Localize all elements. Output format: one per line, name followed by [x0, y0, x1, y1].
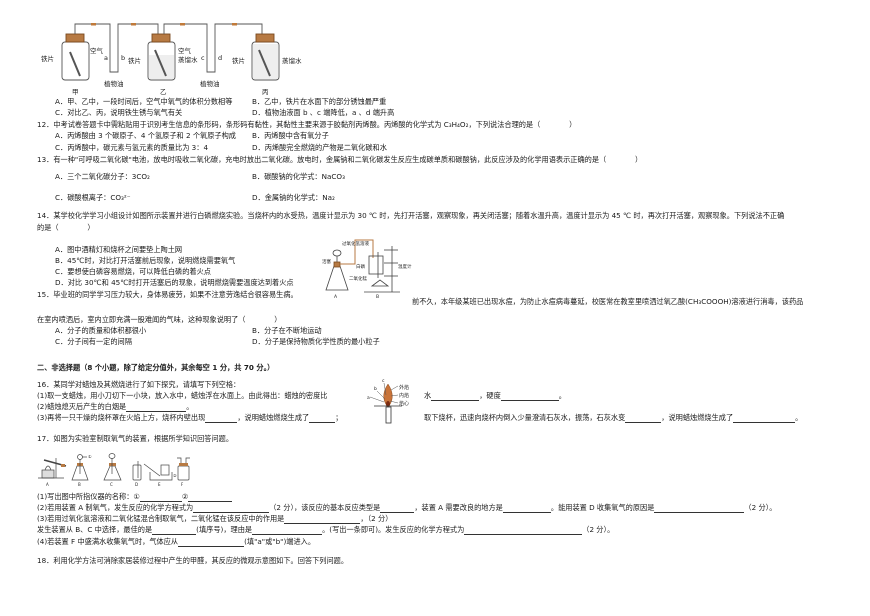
- svg-text:②: ②: [173, 473, 177, 478]
- svg-text:植物油: 植物油: [200, 79, 220, 88]
- svg-text:外焰: 外焰: [399, 384, 409, 391]
- q17-part3: (3)若用过氧化氢溶液和二氧化锰混合制取氧气，二氧化锰在该反应中的作用是，（2 …: [37, 514, 393, 524]
- q16-part3: (3)再将一只干燥的烧杯罩在火焰上方，烧杯内壁出现，说明蜡烛燃烧生成了；: [37, 413, 343, 423]
- svg-text:活塞: 活塞: [322, 258, 331, 265]
- svg-text:乙: 乙: [160, 88, 167, 96]
- svg-text:C: C: [110, 482, 113, 487]
- q17-instrument2-blank[interactable]: [188, 493, 233, 502]
- q14-option-d: D．对比 30℃和 45℃时打开活塞后的现象，说明燃烧需要温度达到着火点: [55, 278, 294, 287]
- q14-option-c: C．要想使白磷容易燃烧，可以降低白磷的着火点: [55, 267, 211, 276]
- q16-product2-blank[interactable]: [733, 414, 796, 423]
- svg-text:a: a: [367, 396, 370, 401]
- q14-stem-line2: 的是（ ）: [37, 223, 95, 232]
- q16-white-smoke-blank[interactable]: [126, 403, 187, 412]
- svg-text:内焰: 内焰: [399, 392, 409, 399]
- q13-option-a: A．三个二氧化碳分子：3CO₂: [55, 172, 150, 181]
- svg-text:空气: 空气: [178, 46, 192, 55]
- iron-rust-apparatus-diagram: 铁片 空气 a b 植物油 甲 铁片 空气 蒸馏水 乙 c d 植物油 铁片 蒸…: [41, 23, 302, 96]
- q17-part4: (4)若装置 F 中盛满水收集氧气时，气体应从(填"a"或"b")端进入。: [37, 537, 316, 547]
- q17-reaction-type-blank[interactable]: [380, 504, 415, 513]
- svg-text:A: A: [46, 482, 49, 487]
- svg-text:铁片: 铁片: [232, 56, 245, 65]
- svg-text:焰心: 焰心: [399, 400, 409, 407]
- svg-text:植物油: 植物油: [104, 79, 124, 88]
- q16-part3-continued: 取下烧杯，迅速向烧杯内倒入少量澄清石灰水，振荡，石灰水变，说明蜡烛燃烧生成了。: [424, 413, 803, 423]
- q17-reason-blank[interactable]: [252, 526, 323, 535]
- svg-text:b: b: [121, 54, 125, 62]
- q16-density-blank[interactable]: [431, 392, 480, 401]
- svg-text:d: d: [218, 54, 222, 62]
- svg-text:白磷: 白磷: [356, 263, 365, 270]
- q16-hardness-blank[interactable]: [500, 392, 559, 401]
- svg-text:二氧化锰: 二氧化锰: [349, 275, 367, 282]
- q16-product1-blank[interactable]: [309, 414, 336, 423]
- q17-part3-continued: 发生装置从 B、C 中选择，最佳的是(填序号)，理由是。(写出一条即可)。发生反…: [37, 525, 615, 535]
- q15-option-a: A．分子的质量和体积都很小: [55, 326, 147, 335]
- svg-text:过氧化氢溶液: 过氧化氢溶液: [342, 240, 369, 247]
- q17-collection-reason-blank[interactable]: [654, 504, 745, 513]
- svg-text:蒸馏水: 蒸馏水: [282, 56, 302, 65]
- q15-option-d: D．分子是保持物质化学性质的最小粒子: [252, 337, 380, 346]
- svg-text:空气: 空气: [90, 46, 104, 55]
- svg-text:丙: 丙: [262, 88, 269, 96]
- q15-stem-line1b: 前不久，本年级某班已出现水痘，为防止水痘病毒蔓延，校医常在教室里喷洒过氧乙酸(C…: [412, 297, 804, 306]
- svg-text:甲: 甲: [72, 88, 79, 96]
- svg-text:①: ①: [88, 454, 92, 459]
- q13-option-d: D．金属钠的化学式：Na₂: [252, 193, 335, 202]
- q11-option-b: B．乙中，铁片在水面下的部分锈蚀最严重: [252, 97, 387, 106]
- svg-text:B: B: [78, 482, 81, 487]
- q12-option-d: D．丙烯酸完全燃烧的产物是二氧化碳和水: [252, 143, 387, 152]
- q16-part1: (1)取一支蜡烛，用小刀切下一小块，放入水中，蜡烛浮在水面上。由此得出：蜡烛的密…: [37, 391, 328, 400]
- q15-option-b: B．分子在不断地运动: [252, 326, 322, 335]
- q11-option-a: A．甲、乙中，一段时间后，空气中氧气的体积分数相等: [55, 97, 233, 106]
- section-2-heading: 二、非选择题（8 个小题，除了给定分值外，其余每空 1 分，共 70 分。）: [37, 363, 275, 372]
- svg-text:A: A: [334, 294, 338, 300]
- svg-text:温度计: 温度计: [398, 263, 412, 270]
- q17-equation-b-blank[interactable]: [464, 526, 583, 535]
- svg-text:E: E: [158, 482, 161, 487]
- q17-improvement-blank[interactable]: [502, 504, 551, 513]
- q11-option-c: C．对比乙、丙，说明铁生锈与氧气有关: [55, 108, 183, 117]
- q17-instrument1-blank[interactable]: [139, 493, 182, 502]
- q14-option-b: B．45℃时，对比打开活塞前后现象，说明燃烧需要氧气: [55, 256, 236, 265]
- q16-limewater-blank[interactable]: [625, 414, 662, 423]
- svg-text:蒸馏水: 蒸馏水: [178, 55, 198, 64]
- q16-part1-answer: 水，硬度。: [424, 391, 566, 401]
- svg-text:D: D: [135, 482, 138, 487]
- svg-text:b: b: [374, 386, 377, 392]
- q11-option-d: D．植物油液面 b 、c 端降低，a 、d 端升高: [252, 108, 395, 117]
- q18-stem: 18．利用化学方法可消除家居装修过程中产生的甲醛，其反应的微观示意图如下。回答下…: [37, 556, 349, 565]
- q17-best-device-blank[interactable]: [152, 526, 197, 535]
- q12-stem: 12．中考试卷答题卡中需粘贴用于识别考生信息的条形码，条形码有黏性，其黏性主要来…: [37, 120, 577, 129]
- q16-part2: (2)蜡烛熄灭后产生的白烟是。: [37, 402, 194, 412]
- svg-text:c: c: [201, 54, 205, 62]
- q14-stem-line1: 14．某学校化学学习小组设计如图所示装置并进行白磷燃烧实验。当烧杯内的水受热，温…: [37, 211, 785, 220]
- q13-option-b: B．碳酸钠的化学式：NaCO₃: [252, 172, 345, 181]
- q15-stem-line1a: 15．毕业班的同学学习压力较大，身体易疲劳，如果不注意劳逸结合很容易生病。: [37, 290, 298, 299]
- q13-stem: 13．有一种"可呼吸二氧化碳"电池，放电时吸收二氧化碳，充电时放出二氧化碳。放电…: [37, 155, 643, 164]
- q13-option-c: C．碳酸根离子：CO₃²⁻: [55, 193, 131, 202]
- q12-option-a: A．丙烯酸由 3 个碳原子、4 个氢原子和 2 个氧原子构成: [55, 131, 236, 140]
- q15-option-c: C．分子间有一定的间隔: [55, 337, 132, 346]
- q17-equation-a-blank[interactable]: [193, 504, 270, 513]
- svg-text:铁片: 铁片: [128, 56, 141, 65]
- svg-text:a: a: [104, 54, 108, 62]
- svg-text:c: c: [382, 379, 385, 384]
- q14-option-a: A．图中酒精灯和烧杯之间要垫上陶土网: [55, 245, 183, 254]
- q17-mno2-role-blank[interactable]: [284, 515, 361, 524]
- svg-text:铁片: 铁片: [41, 54, 54, 63]
- svg-text:F: F: [181, 482, 184, 487]
- q15-stem-line2: 在室内喷洒后，室内立即充满一股难闻的气味，这种现象说明了（ ）: [37, 315, 282, 324]
- svg-text:B: B: [376, 294, 379, 300]
- q12-option-c: C．丙烯酸中，碳元素与氢元素的质量比为 3：4: [55, 143, 209, 152]
- q12-option-b: B．丙烯酸中含有氧分子: [252, 131, 329, 140]
- q17-gas-inlet-blank[interactable]: [178, 538, 245, 547]
- q16-wall-observation-blank[interactable]: [205, 414, 238, 423]
- q17-part2: (2)若用装置 A 制氧气，发生反应的化学方程式为（2 分），该反应的基本反应类…: [37, 503, 777, 513]
- q17-stem: 17．如图为实验室制取氧气的装置，根据所学知识回答问题。: [37, 434, 234, 443]
- q16-stem: 16．某同学对蜡烛及其燃烧进行了如下探究，请填写下列空格：: [37, 380, 241, 389]
